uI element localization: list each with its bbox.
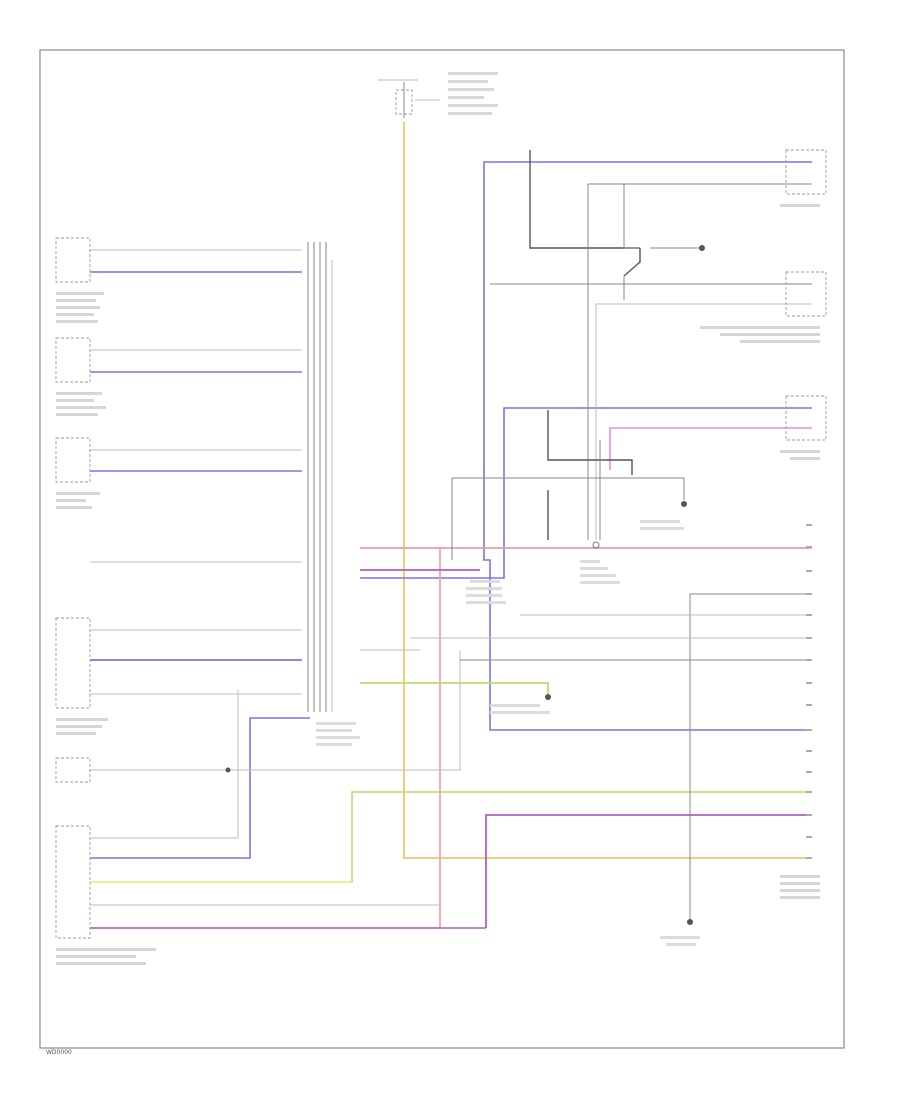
wire-purple-lower [485, 814, 812, 928]
left-gray-wires [90, 249, 461, 906]
module-2 [55, 337, 91, 383]
hot-at-all-times-source [378, 72, 498, 118]
wire-green [360, 682, 549, 695]
splice-labels [316, 520, 700, 946]
wire-blue-main [483, 161, 812, 731]
module-right-1 [785, 149, 827, 195]
module-right-3 [785, 395, 827, 441]
module-right-2 [785, 271, 827, 317]
wire-green-lower [90, 791, 812, 883]
wire-pink-cluster [609, 427, 812, 470]
ground-symbols [225, 245, 705, 925]
data-bus-bundle [307, 242, 333, 712]
wire-blue-left-5 [90, 717, 310, 859]
module-6 [55, 825, 91, 939]
diagram-code: WD0000 [46, 1049, 72, 1056]
right-modules [700, 149, 827, 899]
module-1 [55, 237, 91, 283]
module-3 [55, 437, 91, 483]
wire-orange-main [403, 122, 812, 859]
diagram-frame [39, 49, 845, 1049]
left-modules [55, 237, 156, 965]
module-4 [55, 617, 91, 709]
right-gray-wires [360, 150, 812, 920]
module-5 [55, 757, 91, 783]
wire-blue-cluster [360, 407, 812, 579]
wire-red-down [90, 548, 441, 929]
